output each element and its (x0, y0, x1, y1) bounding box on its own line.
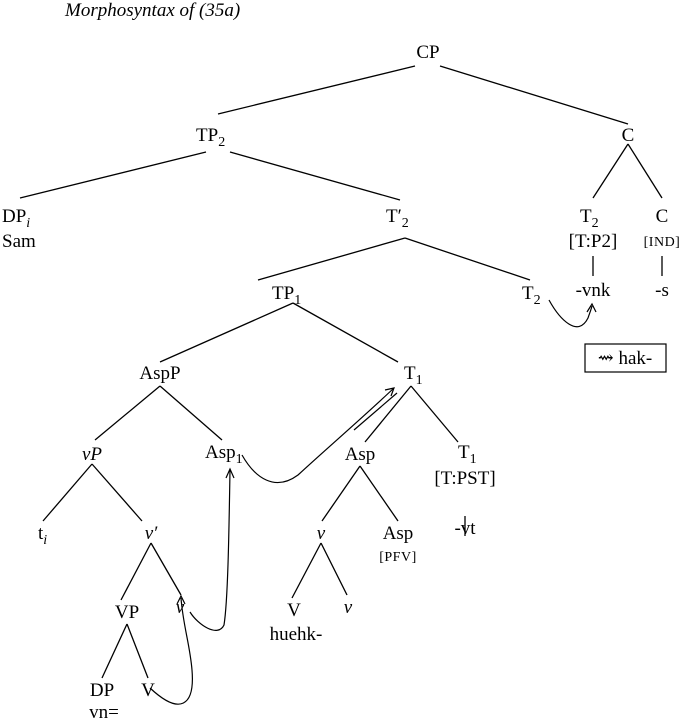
tree-edges (19, 65, 663, 679)
arrow-V-to-v-head (176, 594, 186, 605)
edge-tp1-aspp (159, 302, 294, 363)
feature-ind: [IND] (644, 235, 681, 250)
node-v-small-2: v (176, 597, 185, 618)
morpheme-vt: -vt (454, 518, 476, 539)
edge-c-t2head (592, 143, 629, 199)
edge-vp-ti (42, 463, 93, 522)
node-cp: CP (416, 42, 439, 63)
morpheme-vnk: -vnk (576, 280, 611, 301)
edge-tp2-tbar2 (229, 151, 401, 201)
arrow-v-to-asp1-head (225, 467, 235, 479)
edge-t1-t1head (410, 385, 459, 443)
edge-asp-v (321, 465, 361, 522)
edge-cp-c (439, 65, 629, 125)
node-dp: DP (90, 680, 114, 701)
allomorph-hak: ⇝ hak- (598, 348, 652, 369)
node-dpi: DPi (2, 206, 30, 231)
edge-vp-vbar (91, 463, 143, 522)
morpheme-s: -s (655, 280, 669, 301)
arrow-V-to-v (149, 597, 193, 705)
edge-aspp-vp (94, 385, 161, 441)
node-tbar2: T′2 (386, 206, 409, 231)
arrow-t2-to-vnk-head (586, 302, 597, 313)
node-tp2: TP2 (196, 125, 225, 150)
edge-v-v (320, 542, 348, 596)
arrow-t2-to-vnk (548, 299, 593, 328)
node-c-head: C (656, 206, 669, 227)
edge-vp-dp (101, 623, 128, 679)
node-t2-mid: T2 (522, 283, 541, 308)
node-tp1: TP1 (272, 283, 301, 308)
node-asp-head: Asp (383, 523, 414, 544)
arrow-asp-to-t1-line (353, 392, 398, 431)
edge-v-V (291, 542, 322, 599)
arrow-v-to-asp1 (189, 469, 231, 631)
node-v-small-1: v (317, 523, 326, 544)
edge-cp-tp2 (217, 65, 416, 115)
feature-t1: [T:PST] (434, 468, 495, 489)
node-t1-head: T1 (458, 442, 477, 467)
edge-t1-asp (364, 385, 412, 443)
edge-c-chead (627, 143, 663, 199)
movement-arrows (149, 299, 597, 705)
node-v-cap: V (287, 600, 301, 621)
arrow-asp1-to-t1-head (384, 387, 395, 397)
word-sam: Sam (2, 231, 36, 252)
node-t1-mid: T1 (404, 363, 423, 388)
edge-tp2-dpi (19, 151, 207, 199)
edge-vbar-vp (120, 542, 152, 601)
morpheme-huehk: huehk- (270, 624, 323, 645)
node-v-cap-2: V (141, 680, 155, 701)
node-asp1: Asp1 (205, 442, 243, 467)
feature-t2: [T:P2] (569, 231, 618, 252)
trace-ti: ti (38, 523, 47, 548)
tree-nodes: CP TP2 C DPi Sam T′2 T2 [T:P2] -vnk C [I… (2, 42, 680, 720)
node-aspp: AspP (139, 363, 180, 384)
morpheme-vn: vn= (89, 702, 119, 720)
edge-tbar2-t2 (404, 237, 531, 281)
arrow-asp1-to-t1 (241, 387, 395, 484)
edge-asp-asphead (359, 465, 399, 522)
edge-tbar2-tp1 (257, 237, 406, 281)
hak-box (584, 343, 667, 373)
node-vbar: v′ (145, 523, 158, 544)
feature-pfv: [PFV] (379, 550, 417, 565)
node-t2-head: T2 (580, 206, 599, 231)
node-v-small-3: v (344, 597, 353, 618)
edge-aspp-asp1 (159, 385, 223, 441)
node-vp-small: vP (82, 444, 102, 465)
edge-tp1-t1 (292, 302, 399, 363)
node-c-top: C (622, 125, 635, 146)
node-asp-mid: Asp (345, 444, 376, 465)
edge-vbar-v (150, 542, 182, 596)
node-vp: VP (115, 602, 139, 623)
edge-vp-V (126, 623, 149, 679)
tree-caption: Morphosyntax of (35a) (64, 0, 240, 21)
